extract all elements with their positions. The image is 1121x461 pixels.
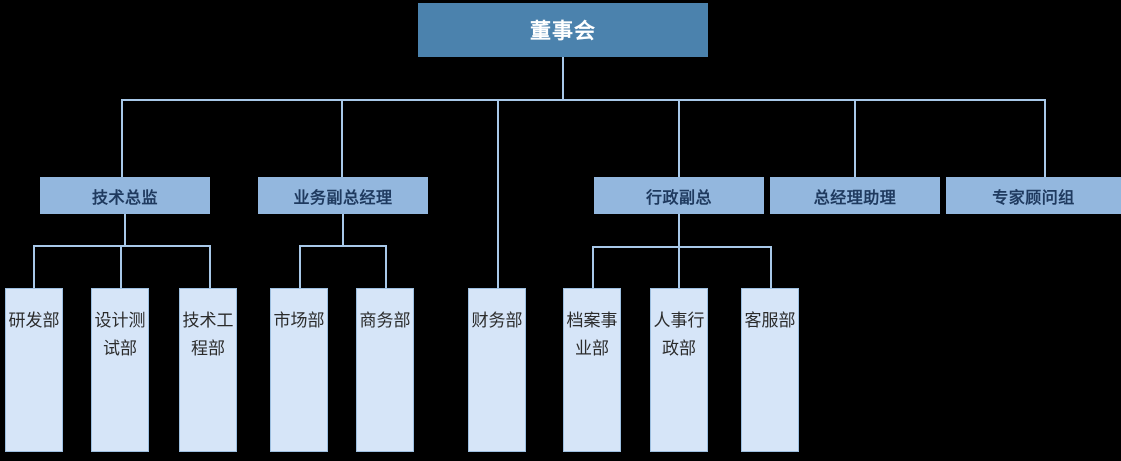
connector-root-stem — [562, 57, 564, 100]
org-node-gm-assistant[interactable]: 总经理助理 — [770, 177, 940, 214]
connector-main-bus — [121, 99, 1045, 101]
connector-drop-archive-dept — [592, 246, 594, 289]
org-node-rd-dept-label: 研发部 — [8, 311, 60, 330]
connector-drop-design-test-dept — [120, 245, 122, 289]
org-node-market-dept-label: 市场部 — [273, 311, 325, 330]
org-node-commerce-dept[interactable]: 商务部 — [356, 288, 414, 452]
org-node-tech-eng-dept-label: 技术工程部 — [182, 311, 234, 358]
org-node-business-vp-label: 业务副总经理 — [293, 189, 393, 207]
org-node-service-dept[interactable]: 客服部 — [741, 288, 799, 452]
org-node-root-label: 董事会 — [530, 20, 596, 43]
org-node-admin-vp-label: 行政副总 — [645, 189, 712, 207]
connector-drop-commerce-dept — [385, 245, 387, 289]
org-node-gm-assistant-label: 总经理助理 — [813, 189, 897, 207]
org-node-tech-director-label: 技术总监 — [91, 189, 158, 207]
org-node-market-dept[interactable]: 市场部 — [270, 288, 328, 452]
org-node-admin-vp[interactable]: 行政副总 — [594, 177, 764, 214]
org-node-design-test-dept-label: 设计测试部 — [94, 311, 146, 358]
org-node-hr-dept-label: 人事行政部 — [653, 311, 705, 358]
org-node-tech-eng-dept[interactable]: 技术工程部 — [179, 288, 237, 452]
org-node-rd-dept[interactable]: 研发部 — [5, 288, 63, 452]
connector-stem-business-vp — [342, 214, 344, 246]
org-node-archive-dept[interactable]: 档案事业部 — [563, 288, 621, 452]
connector-bus-admin-vp — [592, 246, 772, 248]
connector-drop-business-vp — [341, 99, 343, 177]
connector-drop-admin-vp — [678, 99, 680, 177]
connector-bus-business-vp — [299, 245, 387, 247]
org-node-root[interactable]: 董事会 — [418, 3, 708, 57]
connector-drop-service-dept — [770, 246, 772, 289]
org-node-expert-group[interactable]: 专家顾问组 — [946, 177, 1121, 214]
org-node-commerce-dept-label: 商务部 — [359, 311, 411, 330]
connector-drop-tech-eng-dept — [209, 245, 211, 289]
org-node-finance-dept-label: 财务部 — [471, 311, 523, 330]
connector-drop-tech-director — [121, 99, 123, 177]
connector-bus-tech-director — [33, 245, 211, 247]
org-node-tech-director[interactable]: 技术总监 — [40, 177, 210, 214]
org-node-hr-dept[interactable]: 人事行政部 — [650, 288, 708, 452]
org-node-business-vp[interactable]: 业务副总经理 — [258, 177, 428, 214]
connector-drop-finance-dept — [497, 99, 499, 289]
connector-stem-admin-vp — [678, 214, 680, 247]
org-node-finance-dept[interactable]: 财务部 — [468, 288, 526, 452]
connector-stem-tech-director — [124, 214, 126, 246]
org-node-design-test-dept[interactable]: 设计测试部 — [91, 288, 149, 452]
org-node-service-dept-label: 客服部 — [744, 311, 796, 330]
connector-drop-hr-dept — [678, 246, 680, 289]
org-node-expert-group-label: 专家顾问组 — [992, 189, 1075, 207]
connector-drop-gm-assistant — [854, 99, 856, 177]
connector-drop-market-dept — [299, 245, 301, 289]
org-node-archive-dept-label: 档案事业部 — [566, 311, 618, 358]
connector-drop-rd-dept — [33, 245, 35, 289]
connector-drop-expert-group — [1044, 99, 1046, 177]
